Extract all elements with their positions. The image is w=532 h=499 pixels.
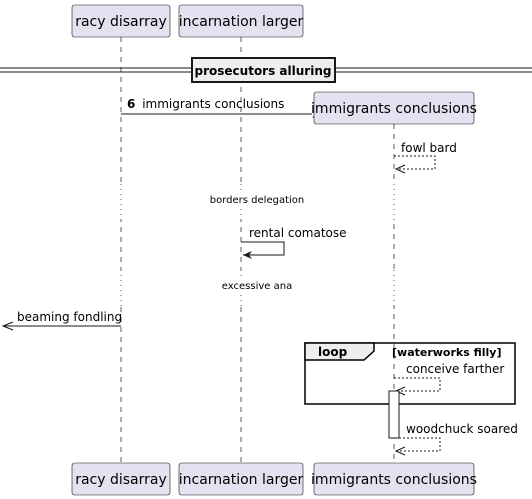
divider: prosecutors alluring — [0, 57, 532, 83]
participant-label: incarnation larger — [179, 472, 304, 488]
delay-label: borders delegation — [210, 195, 304, 206]
message-label: immigrants conclusions — [142, 97, 284, 111]
svg-text:6 immigrants conclusions: 6 immigrants conclusions — [127, 97, 284, 111]
participant-racy-disarray-top: racy disarray — [71, 4, 171, 38]
message-conceive-farther: conceive farther — [394, 362, 504, 396]
message-beaming-fondling: beaming fondling — [1, 310, 122, 331]
participant-label: incarnation larger — [179, 14, 304, 30]
activation-bar — [388, 390, 400, 439]
loop-keyword: loop — [318, 345, 348, 359]
delay-excessive-ana: excessive ana — [120, 270, 395, 306]
message-create-immigrants: 6 immigrants conclusions — [121, 97, 321, 118]
participant-incarnation-larger-bottom: incarnation larger — [178, 462, 304, 496]
participant-racy-disarray-bottom: racy disarray — [71, 462, 171, 496]
participant-immigrants-conclusions-bottom: immigrants conclusions — [311, 462, 477, 496]
delay-label: excessive ana — [222, 281, 292, 292]
message-label: fowl bard — [401, 141, 457, 155]
participant-label: immigrants conclusions — [311, 101, 477, 117]
message-number: 6 — [127, 97, 135, 111]
message-label: beaming fondling — [17, 310, 122, 324]
message-label: woodchuck soared — [406, 422, 518, 436]
participant-immigrants-conclusions-top: immigrants conclusions — [311, 91, 477, 125]
participant-incarnation-larger-top: incarnation larger — [178, 4, 304, 38]
message-label: conceive farther — [406, 362, 504, 376]
participant-label: racy disarray — [75, 14, 167, 30]
message-fowl-bard: fowl bard — [394, 141, 457, 174]
participant-label: immigrants conclusions — [311, 472, 477, 488]
message-label: rental comatose — [249, 226, 347, 240]
message-rental-comatose: rental comatose — [241, 226, 347, 259]
delay-borders-delegation: borders delegation — [120, 184, 395, 220]
loop-condition: [waterworks filly] — [392, 346, 501, 359]
loop-fragment: loop [waterworks filly] — [304, 342, 516, 405]
divider-label: prosecutors alluring — [195, 64, 332, 78]
message-woodchuck-soared: woodchuck soared — [394, 422, 518, 456]
participant-label: racy disarray — [75, 472, 167, 488]
